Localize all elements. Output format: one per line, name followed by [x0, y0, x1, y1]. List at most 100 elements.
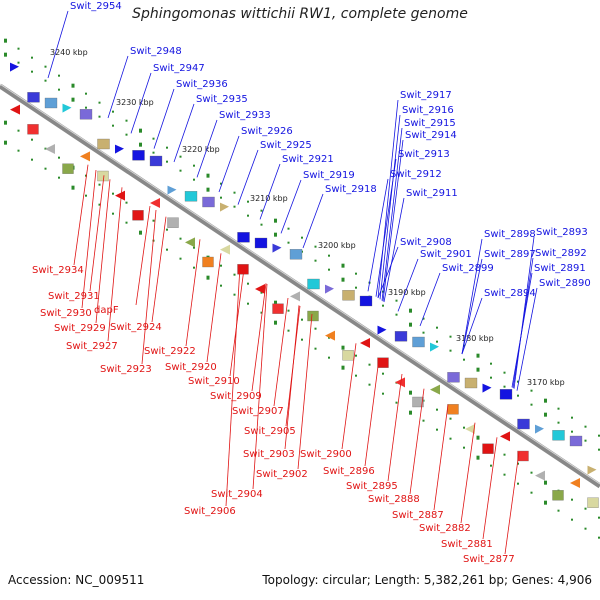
gene-arrow-reverse — [80, 151, 90, 162]
ruler-tick — [490, 376, 492, 379]
ruler-tick — [436, 326, 438, 329]
ruler-tick — [233, 273, 236, 276]
gene-label[interactable]: Swit_2917 — [400, 90, 452, 101]
gene-label[interactable]: Swit_2908 — [400, 237, 452, 248]
label-leader-line — [513, 236, 535, 389]
ruler-tick — [287, 227, 290, 230]
ruler-tick — [314, 245, 317, 248]
gene-label[interactable]: Swit_2923 — [100, 364, 152, 375]
ruler-tick — [44, 147, 47, 150]
gene-label[interactable]: Swit_2912 — [390, 169, 442, 180]
gene-label[interactable]: Swit_2897 — [484, 249, 536, 260]
gene-label[interactable]: Swit_2913 — [398, 149, 450, 160]
ruler-tick — [598, 448, 600, 451]
gene-label[interactable]: Swit_2896 — [323, 466, 375, 477]
gene-label[interactable]: Swit_2926 — [241, 126, 293, 137]
gene-label[interactable]: Swit_2899 — [442, 263, 494, 274]
ruler-tick — [152, 137, 155, 140]
gene-label[interactable]: Swit_2915 — [404, 118, 456, 129]
gene-arrow-reverse — [570, 478, 580, 488]
ruler-tick — [328, 268, 330, 271]
gene-label[interactable]: Swit_2895 — [346, 481, 398, 492]
gene-label[interactable]: Swit_2925 — [260, 140, 312, 151]
ruler-tick — [44, 167, 47, 170]
gene-label[interactable]: Swit_2881 — [441, 539, 493, 550]
ruler-tick — [206, 275, 210, 280]
gene-label[interactable]: Swit_2904 — [211, 489, 263, 500]
gene-label[interactable]: Swit_2898 — [484, 229, 536, 240]
ruler-tick — [58, 88, 60, 91]
gene-label[interactable]: Swit_2877 — [463, 554, 515, 565]
gene-label[interactable]: Swit_2892 — [535, 248, 587, 259]
gene-label[interactable]: dapF — [94, 305, 119, 316]
gene-arrow-forward — [482, 383, 492, 393]
gene-label[interactable]: Swit_2934 — [32, 265, 84, 276]
gene-label[interactable]: Swit_2906 — [184, 506, 236, 517]
gene-label[interactable]: Swit_2929 — [54, 323, 106, 334]
gene-label[interactable]: Swit_2894 — [484, 288, 536, 299]
ruler-tick — [449, 417, 452, 420]
ruler-tick — [449, 335, 452, 338]
gene-label[interactable]: Swit_2948 — [130, 46, 182, 57]
gene-label[interactable]: Swit_2916 — [402, 105, 454, 116]
gene-label[interactable]: Swit_2935 — [196, 94, 248, 105]
ruler-tick — [4, 52, 7, 57]
gene-label[interactable]: Swit_2905 — [244, 426, 296, 437]
ruler-tick — [152, 151, 155, 154]
ruler-tick — [368, 383, 371, 386]
gene-label[interactable]: Swit_2922 — [144, 346, 196, 357]
gene-label[interactable]: Swit_2900 — [300, 449, 352, 460]
gene-label[interactable]: Swit_2887 — [392, 510, 444, 521]
gene-label[interactable]: Swit_2936 — [176, 79, 228, 90]
gene-label[interactable]: Swit_2918 — [325, 184, 377, 195]
gene-label[interactable]: Swit_2911 — [406, 188, 458, 199]
ruler-tick — [233, 205, 236, 208]
gene-label[interactable]: Swit_2893 — [536, 227, 588, 238]
gene-label[interactable]: Swit_2914 — [405, 130, 457, 141]
gene-arrow-reverse — [360, 338, 370, 348]
gene-block-forward — [569, 435, 583, 447]
gene-label[interactable]: Swit_2921 — [282, 154, 334, 165]
gene-arrow-reverse — [430, 384, 440, 395]
gene-label[interactable]: Swit_2891 — [534, 263, 586, 274]
label-leader-line — [107, 187, 123, 342]
gene-block-reverse — [167, 217, 179, 228]
ruler-tick — [476, 435, 480, 440]
gene-label[interactable]: Swit_2954 — [70, 1, 122, 12]
gene-label[interactable]: Swit_2888 — [368, 494, 420, 505]
gene-label[interactable]: Swit_2930 — [40, 308, 92, 319]
ruler-tick — [220, 196, 222, 199]
gene-label[interactable]: Swit_2947 — [153, 63, 205, 74]
label-leader-line — [251, 283, 267, 392]
gene-label[interactable]: Swit_2933 — [219, 110, 271, 121]
gene-label[interactable]: Swit_2882 — [419, 523, 471, 534]
gene-label[interactable]: Swit_2901 — [420, 249, 472, 260]
ruler-tick — [71, 83, 75, 88]
gene-label[interactable]: Swit_2927 — [66, 341, 118, 352]
gene-label[interactable]: Swit_2931 — [48, 291, 100, 302]
gene-label[interactable]: Swit_2919 — [303, 170, 355, 181]
gene-block-forward — [237, 232, 250, 243]
ruler-tick — [584, 527, 587, 530]
ruler-tick — [422, 331, 425, 334]
gene-label[interactable]: Swit_2920 — [165, 362, 217, 373]
label-leader-line — [516, 287, 538, 391]
gene-arrow-reverse — [45, 144, 55, 154]
ruler-tick — [274, 218, 277, 223]
gene-label[interactable]: Swit_2890 — [539, 278, 591, 289]
gene-block-forward — [342, 290, 355, 301]
gene-label[interactable]: Swit_2910 — [188, 376, 240, 387]
map-title: Sphingomonas wittichii RW1, complete gen… — [132, 6, 468, 22]
ruler-tick — [179, 237, 182, 240]
gene-label[interactable]: Swit_2924 — [110, 322, 162, 333]
ruler-tick — [571, 416, 573, 419]
label-leader-line — [409, 388, 425, 495]
gene-label[interactable]: Swit_2903 — [243, 449, 295, 460]
ruler-tick — [206, 173, 210, 178]
ruler-tick — [85, 174, 87, 177]
ruler-tick — [287, 329, 290, 332]
gene-label[interactable]: Swit_2907 — [232, 406, 284, 417]
gene-label[interactable]: Swit_2902 — [256, 469, 308, 480]
gene-label[interactable]: Swit_2909 — [210, 391, 262, 402]
label-leader-line — [89, 175, 105, 292]
